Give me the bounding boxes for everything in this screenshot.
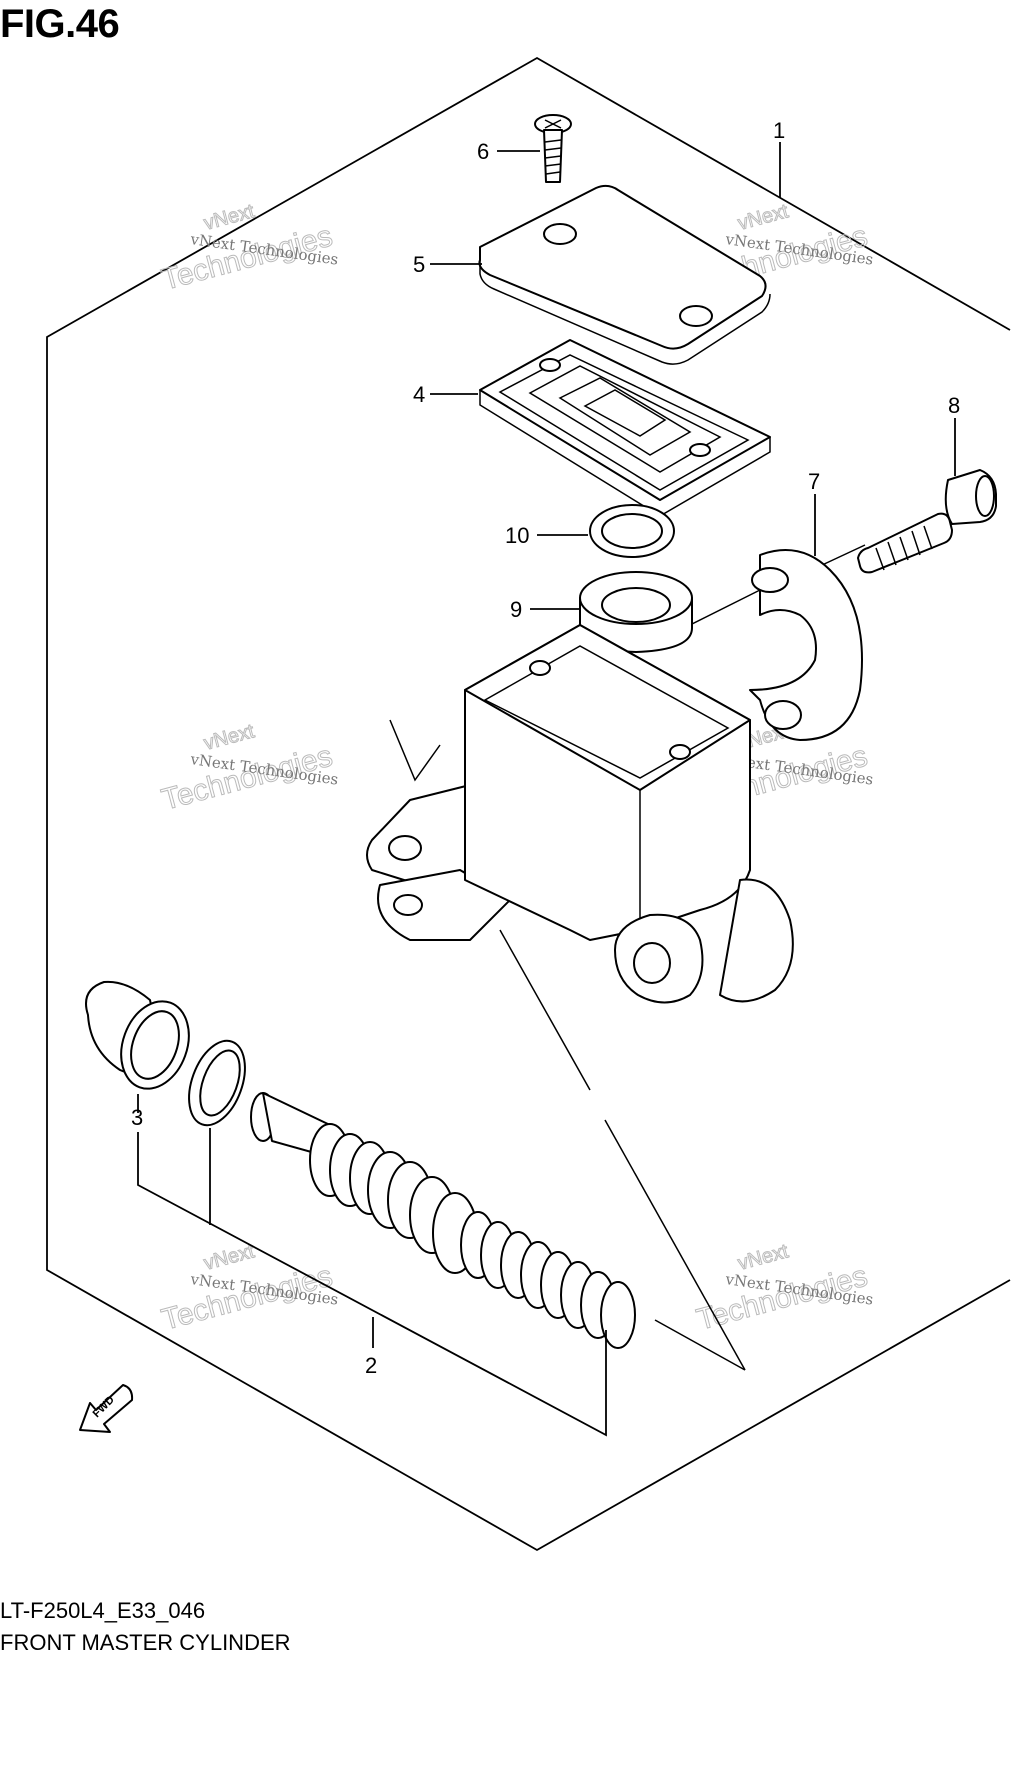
part-4-diaphragm: [479, 339, 771, 517]
callout-5: 5: [413, 252, 425, 277]
callout-3: 3: [131, 1105, 143, 1130]
part-7-clamp: [749, 549, 863, 741]
figure-title: FIG.46: [0, 2, 120, 46]
callout-7: 7: [808, 469, 820, 494]
watermark-middle-left: vNext Technologies vNext Technologies: [158, 720, 340, 818]
guide-line-piston: [389, 719, 441, 782]
fwd-arrow-icon: FWD: [79, 1384, 134, 1433]
watermark-bottom-right: vNext Technologies vNext Technologies: [693, 1240, 875, 1338]
callout-2: 2: [365, 1353, 377, 1378]
part-5-reservoir-cap: [478, 184, 771, 365]
callout-1: 1: [773, 118, 785, 143]
part-10-washer: [589, 504, 675, 558]
part-6-screw: [534, 114, 572, 183]
svg-text:vNext: vNext: [202, 720, 258, 755]
callout-4: 4: [413, 382, 425, 407]
guide-line-bore-1: [499, 929, 591, 1091]
svg-text:vNext: vNext: [202, 200, 258, 235]
master-cylinder-body: [366, 624, 794, 1004]
callout-9: 9: [510, 597, 522, 622]
callout-8: 8: [948, 393, 960, 418]
guide-line-bore-3: [654, 1319, 746, 1371]
assembly-frame: [46, 56, 1011, 1552]
svg-text:vNext: vNext: [202, 1240, 258, 1275]
watermark-top-left: vNext Technologies vNext Technologies: [158, 200, 340, 298]
callout-10: 10: [505, 523, 529, 548]
part-2-spring: [460, 1211, 636, 1349]
part-3-boot: [85, 980, 190, 1090]
svg-text:vNext: vNext: [736, 200, 792, 235]
figure-code: LT-F250L4_E33_046: [0, 1598, 206, 1623]
part-2-circlip: [188, 1039, 246, 1127]
callout-6: 6: [477, 139, 489, 164]
leader-2: [137, 1132, 607, 1437]
part-2-piston-assembly: [250, 1092, 478, 1274]
figure-name: FRONT MASTER CYLINDER: [0, 1630, 291, 1655]
watermark-bottom-left: vNext Technologies vNext Technologies: [158, 1240, 340, 1338]
part-9-cup: [579, 571, 693, 653]
svg-text:vNext: vNext: [736, 1240, 792, 1275]
guide-line-bore-2: [604, 1119, 746, 1371]
part-8-bolt: [857, 469, 997, 574]
